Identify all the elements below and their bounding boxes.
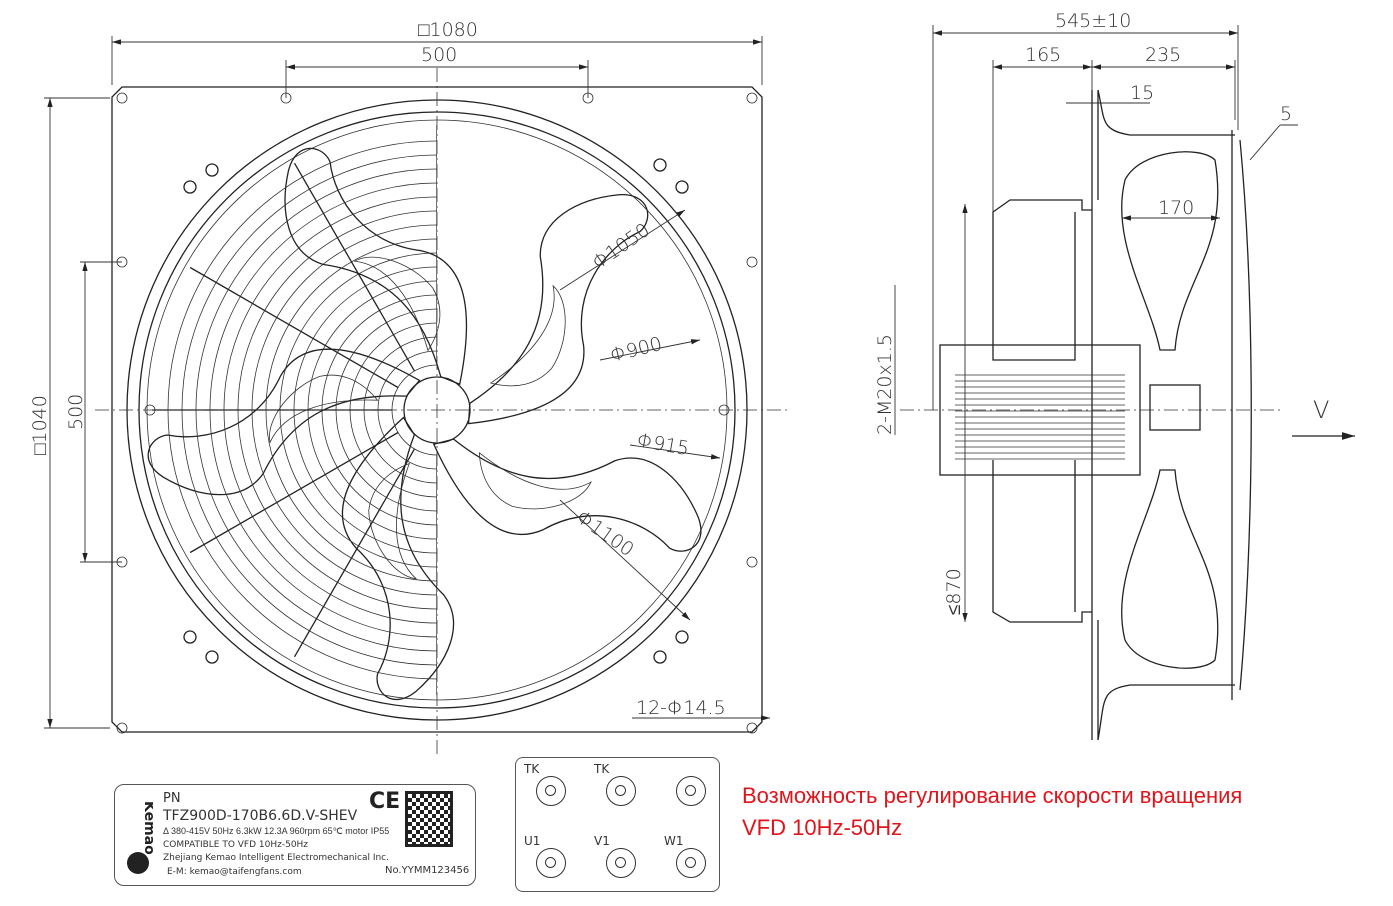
hub: [403, 376, 471, 444]
dim-right: 235: [1145, 44, 1181, 66]
grille-spoke: [293, 448, 416, 658]
motor-specs: Δ 380-415V 50Hz 6.3kW 12.3A 960rpm 65℃ m…: [163, 826, 390, 836]
qr-code: [405, 791, 453, 847]
dim-hole-span-h: 500: [421, 44, 457, 66]
speed-control-note: Возможность регулирование скорости враще…: [742, 780, 1242, 844]
terminal-label: W1: [664, 834, 684, 848]
blade: [432, 438, 702, 552]
bolt: [183, 180, 197, 194]
mount-hole: [746, 556, 758, 568]
terminal-label: U1: [524, 834, 541, 848]
dim-flange: 15: [1130, 82, 1154, 104]
mount-hole: [746, 256, 758, 268]
blade: [467, 194, 649, 425]
bolt: [675, 180, 689, 194]
bolt: [183, 630, 197, 644]
blade: [341, 416, 455, 701]
svg-text:Kemao: Kemao: [141, 801, 153, 855]
pn-label: PN: [163, 791, 181, 806]
dim-height-side: ≤870: [943, 568, 965, 615]
mount-hole: [746, 92, 758, 104]
kemao-logo: Kemao: [127, 801, 153, 874]
terminal: [676, 848, 706, 878]
fan-blades: [147, 147, 702, 701]
note-line-1: Возможность регулирование скорости враще…: [742, 783, 1243, 808]
blade-bottom: [1121, 469, 1219, 669]
blade-top: [1121, 151, 1219, 351]
dim-width: □1080: [418, 19, 478, 41]
side-view: 545±10 165 235 15 5 170 ≤870 2-M20x1.5 V: [874, 10, 1355, 741]
shroud: [1091, 89, 1235, 741]
vfd-compat: COMPATIBLE TO VFD 10Hz-50Hz: [163, 840, 309, 850]
terminal-label: TK: [524, 762, 540, 776]
note-line-2: VFD 10Hz-50Hz: [742, 815, 903, 840]
grille-spoke: [189, 431, 399, 554]
dim-d1050: Φ1050: [588, 219, 654, 274]
guard-side: [1231, 130, 1252, 700]
bracket-top: [992, 199, 1092, 361]
terminal-label: TK: [594, 762, 610, 776]
terminal: [606, 848, 636, 878]
dim-overall: 545±10: [1055, 10, 1131, 32]
grille-spoke: [189, 266, 399, 389]
terminal-label: V1: [594, 834, 610, 848]
ce-mark: CE: [369, 789, 401, 814]
shaft: [1149, 384, 1201, 431]
airflow-label: V: [1313, 396, 1329, 424]
mount-hole: [116, 92, 128, 104]
dim-cable: 2-M20x1.5: [874, 334, 896, 435]
dim-holes: 12-Φ14.5: [636, 697, 726, 719]
blade: [147, 348, 421, 496]
dim-blade: 170: [1158, 197, 1194, 219]
terminal: [676, 776, 706, 806]
email: E-M: kemao@taifengfans.com: [167, 867, 302, 877]
blade: [284, 147, 468, 386]
company: Zhejiang Kemao Intelligent Electromechan…: [163, 853, 389, 863]
bolt: [675, 630, 689, 644]
mounting-holes: [116, 92, 758, 734]
guard-grille: [152, 125, 437, 695]
bolt: [205, 163, 219, 177]
grille-spoke: [293, 162, 416, 372]
dim-left: 165: [1025, 44, 1061, 66]
dim-d1100: Φ1100: [572, 506, 638, 561]
dim-hole-span-v: 500: [65, 394, 87, 430]
serial-number: No.YYMM123456: [385, 865, 470, 876]
model-number: TFZ900D-170B6.6D.V-SHEV: [163, 808, 358, 824]
terminal: [606, 776, 636, 806]
bolt: [205, 650, 219, 664]
bracket-bottom: [992, 460, 1092, 623]
bolt: [653, 158, 667, 172]
bolt: [653, 650, 667, 664]
terminal-box: TK TK U1 V1 W1: [515, 757, 720, 892]
mount-hole: [116, 722, 128, 734]
dim-d900: Φ900: [608, 333, 664, 367]
terminal: [536, 848, 566, 878]
dim-guard: 5: [1280, 103, 1292, 125]
dim-height: □1040: [29, 395, 51, 455]
front-view: □1080 500 □1040 500 Φ1050 Φ900 Φ915 Φ110…: [29, 19, 790, 755]
dim-d915: Φ915: [635, 429, 691, 460]
mounting-plate: [111, 86, 763, 733]
mount-hole: [746, 722, 758, 734]
terminal: [536, 776, 566, 806]
nameplate: Kemao PN TFZ900D-170B6.6D.V-SHEV Δ 380-4…: [114, 784, 476, 886]
